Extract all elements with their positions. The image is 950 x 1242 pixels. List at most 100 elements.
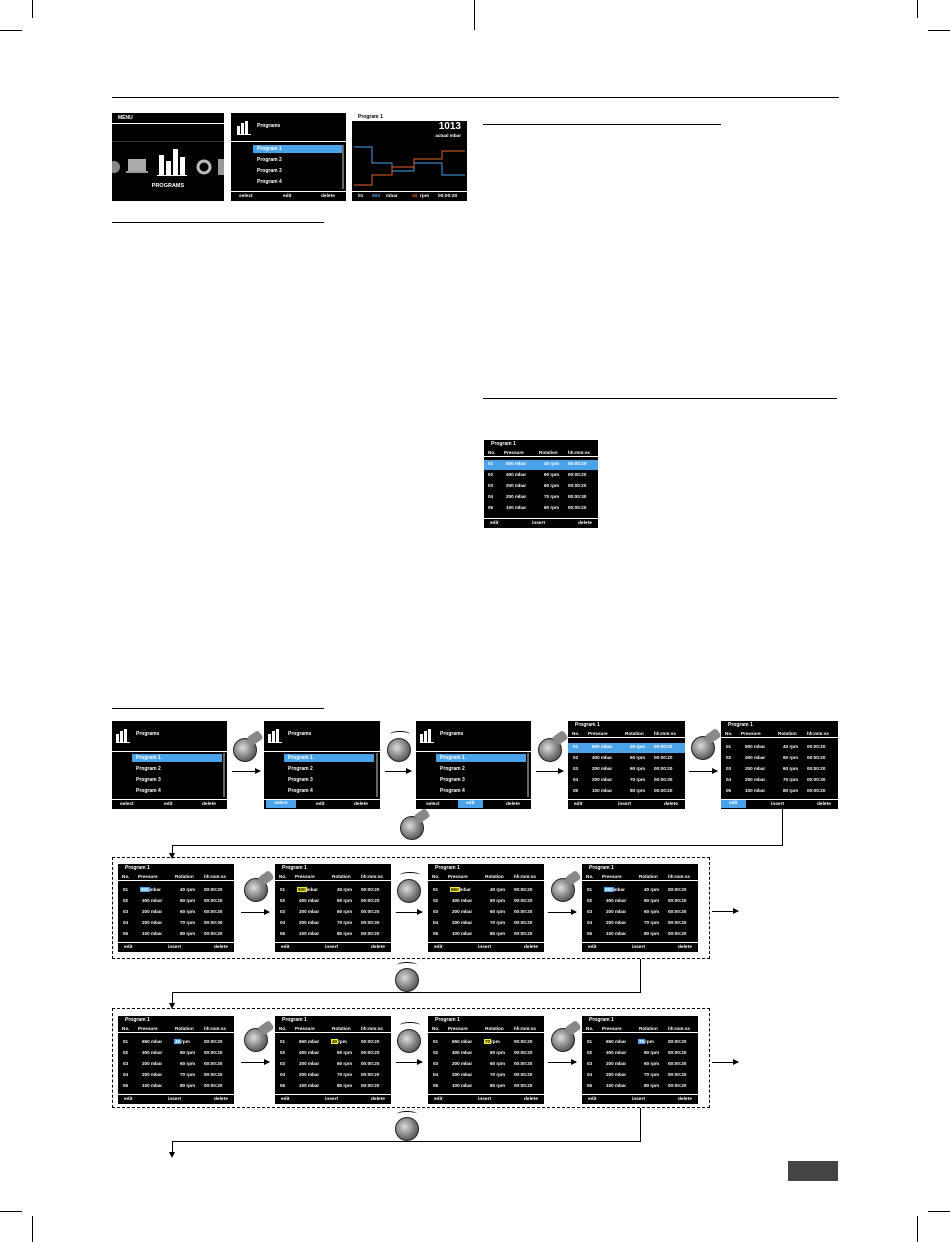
- insert-softkey[interactable]: insert: [532, 521, 546, 526]
- delete-softkey[interactable]: delete: [664, 802, 678, 807]
- program-item[interactable]: Program 3: [136, 777, 161, 783]
- delete-softkey[interactable]: delete: [214, 1097, 228, 1102]
- delete-softkey[interactable]: delete: [354, 802, 368, 807]
- insert-softkey[interactable]: insert: [168, 1097, 182, 1102]
- edit-softkey[interactable]: edit: [588, 1097, 597, 1102]
- program-item[interactable]: Program 3: [440, 777, 465, 783]
- insert-softkey[interactable]: insert: [325, 945, 339, 950]
- program-item[interactable]: Program 4: [257, 179, 282, 185]
- delete-softkey[interactable]: delete: [678, 945, 692, 950]
- select-softkey[interactable]: select: [239, 194, 253, 199]
- flow-arrow: [689, 768, 718, 774]
- scrollbar[interactable]: [223, 753, 225, 797]
- delete-softkey[interactable]: delete: [371, 1097, 385, 1102]
- rotation-value-field[interactable]: 70: [484, 1039, 492, 1044]
- pressure-value-field[interactable]: 500: [297, 887, 307, 892]
- edit-softkey[interactable]: edit: [574, 802, 583, 807]
- edit-softkey[interactable]: edit: [588, 945, 597, 950]
- pressure-value-field[interactable]: 650: [450, 887, 460, 892]
- crop-mark: [32, 1216, 33, 1242]
- select-softkey[interactable]: select: [426, 802, 440, 807]
- edit-softkey[interactable]: edit: [281, 1097, 290, 1102]
- program-item[interactable]: Program 4: [288, 788, 313, 794]
- delete-softkey[interactable]: delete: [524, 945, 538, 950]
- edit-softkey[interactable]: edit: [283, 194, 292, 199]
- delete-softkey[interactable]: delete: [817, 802, 831, 807]
- edit-softkey[interactable]: edit: [721, 800, 746, 808]
- insert-softkey[interactable]: insert: [632, 945, 646, 950]
- delete-softkey[interactable]: delete: [202, 802, 216, 807]
- insert-softkey[interactable]: insert: [325, 1097, 339, 1102]
- program-item[interactable]: Program 3: [257, 168, 282, 174]
- edit-softkey[interactable]: edit: [316, 802, 325, 807]
- scrollbar[interactable]: [376, 753, 378, 797]
- edit-softkey[interactable]: edit: [434, 945, 443, 950]
- program-item[interactable]: Program 1: [253, 145, 343, 153]
- insert-softkey[interactable]: insert: [632, 1097, 646, 1102]
- section-rule: [112, 708, 324, 709]
- edit-softkey[interactable]: edit: [490, 521, 499, 526]
- insert-softkey[interactable]: insert: [618, 802, 632, 807]
- insert-softkey[interactable]: insert: [478, 945, 492, 950]
- program-item[interactable]: Program 2: [257, 157, 282, 163]
- delete-softkey[interactable]: delete: [578, 521, 592, 526]
- insert-softkey[interactable]: insert: [478, 1097, 492, 1102]
- select-softkey[interactable]: select: [266, 800, 296, 808]
- delete-softkey[interactable]: delete: [321, 194, 335, 199]
- program-item[interactable]: Program 1: [436, 754, 526, 762]
- program-item[interactable]: Program 4: [136, 788, 161, 794]
- edit-softkey[interactable]: edit: [458, 800, 483, 808]
- scrollbar[interactable]: [527, 753, 529, 797]
- delete-softkey[interactable]: delete: [506, 802, 520, 807]
- pressure-value-field[interactable]: 650: [604, 887, 614, 892]
- program-item[interactable]: Program 2: [136, 766, 161, 772]
- delete-softkey[interactable]: delete: [678, 1097, 692, 1102]
- scrollbar[interactable]: [342, 145, 344, 189]
- program-item[interactable]: Program 2: [288, 766, 313, 772]
- insert-softkey[interactable]: insert: [771, 802, 785, 807]
- edit-softkey[interactable]: edit: [124, 1097, 133, 1102]
- knob-press-icon: [233, 729, 264, 762]
- edit-softkey[interactable]: edit: [124, 945, 133, 950]
- program-item[interactable]: Program 4: [440, 788, 465, 794]
- edit-softkey[interactable]: edit: [164, 802, 173, 807]
- edit-softkey[interactable]: edit: [281, 945, 290, 950]
- delete-softkey[interactable]: delete: [371, 945, 385, 950]
- rotation-value-field[interactable]: 70: [638, 1039, 646, 1044]
- pressure-value-field[interactable]: 500: [140, 887, 150, 892]
- edit-softkey[interactable]: edit: [434, 1097, 443, 1102]
- delete-softkey[interactable]: delete: [214, 945, 228, 950]
- select-softkey[interactable]: select: [120, 802, 134, 807]
- delete-softkey[interactable]: delete: [524, 1097, 538, 1102]
- rotation-value-field[interactable]: 40: [174, 1039, 182, 1044]
- program-item[interactable]: Program 1: [132, 754, 222, 762]
- program-item[interactable]: Program 2: [440, 766, 465, 772]
- program-item[interactable]: Program 1: [284, 754, 374, 762]
- insert-softkey[interactable]: insert: [168, 945, 182, 950]
- program-item[interactable]: Program 3: [288, 777, 313, 783]
- rotation-value-field[interactable]: 40: [331, 1039, 339, 1044]
